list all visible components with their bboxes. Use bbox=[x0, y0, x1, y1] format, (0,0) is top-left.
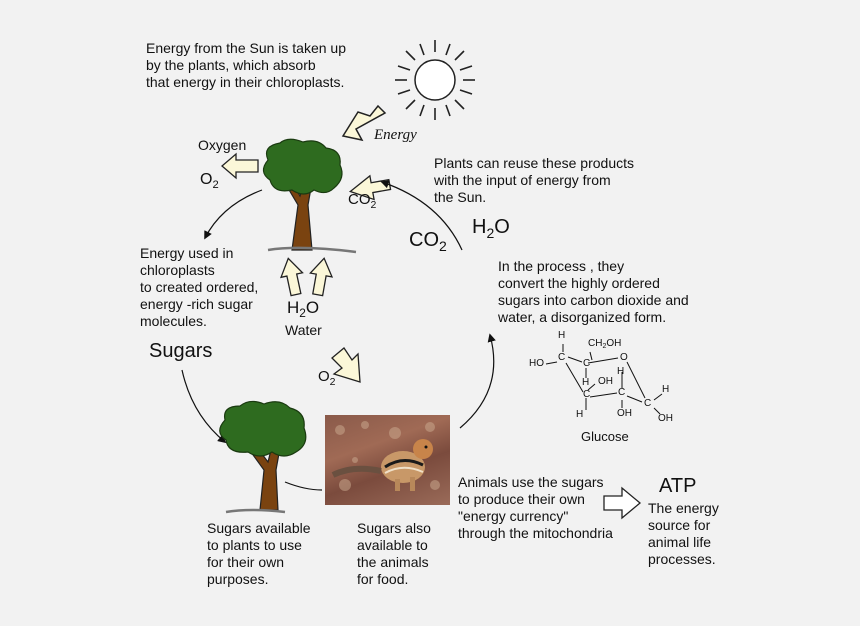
energy-arrow bbox=[341, 104, 387, 142]
energy-label: Energy bbox=[374, 127, 417, 143]
atp-arrow bbox=[603, 486, 642, 520]
chipmunk-photo bbox=[325, 415, 450, 505]
animals-description: Animals use the sugars to produce their … bbox=[458, 474, 613, 541]
glucose-label: Glucose bbox=[581, 429, 629, 444]
energy-used-description: Energy used in chloroplasts to created o… bbox=[140, 245, 259, 329]
glucose-h-top: H bbox=[558, 330, 566, 341]
water-in-arrows bbox=[279, 257, 334, 297]
cycle-arrows bbox=[181, 180, 496, 491]
glucose-c3: C bbox=[583, 389, 591, 400]
top-tree-icon bbox=[262, 138, 357, 254]
o2-top-formula: O2 bbox=[200, 171, 219, 191]
glucose-c2: C bbox=[583, 358, 591, 369]
glucose-c1: C bbox=[558, 352, 566, 363]
h2o-big-formula: H2O bbox=[472, 216, 510, 241]
glucose-ho-left: HO bbox=[529, 358, 544, 369]
sun-description: Energy from the Sun is taken up by the p… bbox=[146, 40, 346, 90]
atp-description: The energy source for animal life proces… bbox=[648, 500, 719, 567]
h2o-water-formula: H2O bbox=[287, 298, 320, 321]
chipmunk-icon bbox=[331, 421, 440, 491]
co2-small-formula: CO2 bbox=[348, 191, 377, 211]
glucose-oh-mid: OH bbox=[598, 376, 613, 387]
glucose-ch2oh: CH2OH bbox=[588, 338, 622, 351]
glucose-structure bbox=[545, 344, 663, 415]
glucose-c4: C bbox=[618, 387, 626, 398]
water-label: Water bbox=[285, 322, 322, 338]
glucose-h-mid: H bbox=[582, 377, 590, 388]
o2-mid-formula: O2 bbox=[318, 368, 336, 388]
co2-big-formula: CO2 bbox=[409, 229, 447, 254]
plants-sugar-description: Sugars available to plants to use for th… bbox=[207, 520, 311, 587]
o2-mid-arrow bbox=[331, 347, 361, 383]
glucose-c5: C bbox=[644, 398, 652, 409]
glucose-h-right-top: H bbox=[617, 366, 625, 377]
glucose-h-bot: H bbox=[576, 409, 584, 420]
sugars-label: Sugars bbox=[149, 340, 213, 362]
bottom-tree-icon bbox=[219, 400, 307, 514]
atp-label: ATP bbox=[659, 475, 697, 497]
glucose-oh-bot: OH bbox=[617, 408, 632, 419]
process-description: In the process , they convert the highly… bbox=[498, 258, 689, 325]
sun-icon bbox=[395, 40, 475, 120]
glucose-oh-right: OH bbox=[658, 413, 673, 424]
reuse-description: Plants can reuse these products with the… bbox=[434, 155, 635, 205]
animals-food-description: Sugars also available to the animals for… bbox=[357, 520, 431, 587]
glucose-h-right: H bbox=[662, 384, 670, 395]
glucose-o-ring: O bbox=[620, 352, 628, 363]
oxygen-out-arrow bbox=[221, 152, 259, 180]
oxygen-label: Oxygen bbox=[198, 137, 247, 153]
